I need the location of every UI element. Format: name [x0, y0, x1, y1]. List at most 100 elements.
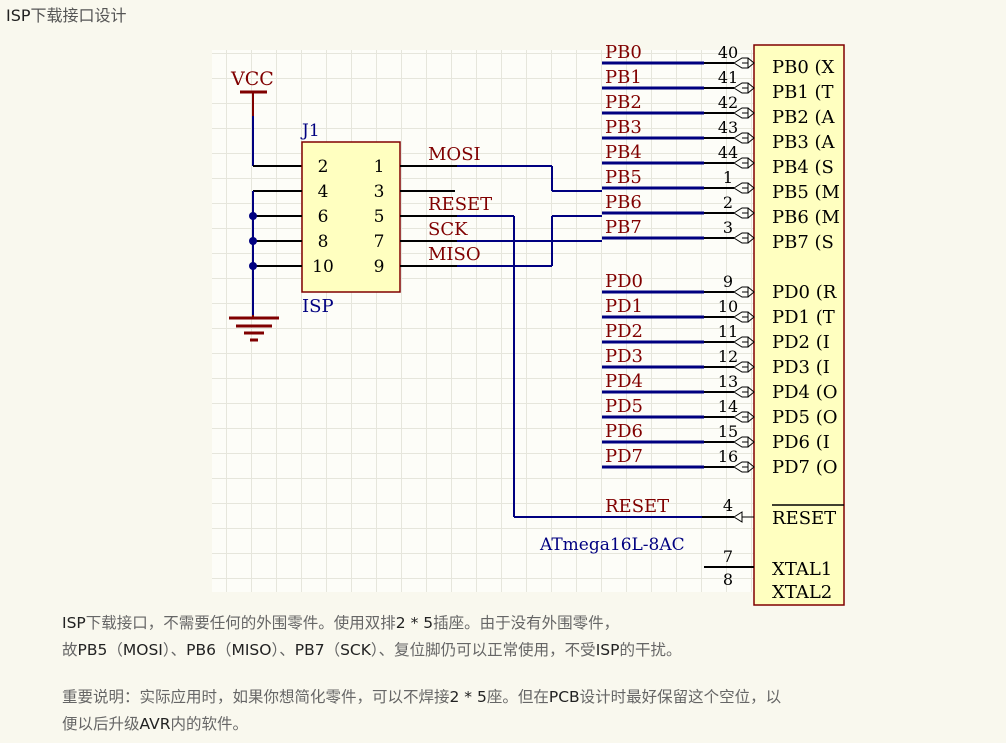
- mcu-pin-label: PD1 (T: [772, 307, 835, 328]
- connector-pin-number: 7: [374, 232, 385, 252]
- net-label-pb3: PB3: [605, 117, 642, 138]
- junction-dot: [249, 262, 257, 270]
- io-pin-symbol: [733, 182, 755, 194]
- net-label-reset: RESET: [605, 496, 669, 517]
- paragraph-line: 故PB5（MOSI）、PB6（MISO）、PB7（SCK）、复位脚仍可以正常使用…: [62, 637, 992, 664]
- mcu-pin-label: PB6 (M: [772, 207, 840, 228]
- mcu-pin-number: 14: [718, 397, 738, 416]
- mcu-pin-number: 12: [718, 347, 738, 366]
- connector-pin-number: 6: [318, 207, 329, 227]
- mcu-body: [753, 44, 845, 606]
- io-pin-symbol: [733, 411, 755, 423]
- io-pin-symbol: [733, 336, 755, 348]
- io-pin-symbol: [733, 232, 755, 244]
- mcu-pin-label: PB7 (S: [772, 232, 834, 253]
- io-pin-symbol: [733, 132, 755, 144]
- net-label-pb4: PB4: [605, 142, 642, 163]
- net-label-pb1: PB1: [605, 67, 642, 88]
- text-run: 下载接口，不需要任何的外围零件。使用双排: [85, 614, 396, 632]
- net-label-pb6: PB6: [605, 192, 642, 213]
- text-run: （: [107, 641, 123, 659]
- net-label-mosi: MOSI: [428, 144, 481, 165]
- paragraph-line: ISP下载接口，不需要任何的外围零件。使用双排2 * 5插座。由于没有外围零件，: [62, 610, 992, 637]
- input-pin-symbol: [733, 511, 754, 523]
- mcu-pin-label: PB1 (T: [772, 82, 834, 103]
- junction-dot: [249, 237, 257, 245]
- text-run: 插座。由于没有外围零件，: [433, 614, 620, 632]
- text-run: 设计时最好保留这个空位，以: [579, 688, 782, 706]
- mcu-pin-label: XTAL2: [772, 582, 832, 603]
- io-pin-symbol: [733, 82, 755, 94]
- net-label-pb5: PB5: [605, 167, 642, 188]
- latin-text: ISP: [595, 641, 620, 659]
- mcu-pin-number: 2: [723, 193, 733, 212]
- io-pin-symbol: [733, 311, 755, 323]
- connector-pin-number: 3: [374, 182, 385, 202]
- io-pin-symbol: [733, 461, 755, 473]
- heading-text: 下载接口设计: [30, 6, 127, 25]
- mcu-pin-number: 13: [718, 372, 738, 391]
- mcu-pin-label: PB3 (A: [772, 132, 836, 153]
- mcu-pin-label: PB0 (X: [772, 57, 835, 78]
- io-pin-symbol: [733, 286, 755, 298]
- io-pin-symbol: [733, 207, 755, 219]
- mcu-pin-number: 11: [718, 322, 738, 341]
- mcu-pin-label: PD0 (R: [772, 282, 837, 303]
- latin-text: ISP: [62, 614, 86, 632]
- connector-body: [301, 141, 401, 293]
- text-run: ）、复位脚仍可以正常使用，不受: [370, 641, 596, 659]
- junction-dot: [249, 212, 257, 220]
- mcu-pin-number: 41: [718, 68, 738, 87]
- mcu-pin-number: 9: [723, 272, 733, 291]
- connector-ref: J1: [300, 121, 320, 141]
- text-run: 座。但在: [486, 688, 549, 706]
- connector-pin-number: 1: [374, 157, 385, 177]
- mcu-pin-label: PB2 (A: [772, 107, 836, 128]
- io-pin-symbol: [733, 361, 755, 373]
- text-run: （: [324, 641, 341, 659]
- mcu-pin-number: 15: [718, 422, 738, 441]
- latin-text: PCB: [548, 688, 580, 706]
- text-run: 内的软件。: [170, 715, 249, 733]
- latin-text: MISO: [231, 641, 272, 659]
- connector-pin-number: 4: [318, 182, 329, 202]
- io-pin-symbol: [733, 57, 755, 69]
- io-pin-symbol: [733, 386, 755, 398]
- paragraph-important-note: 重要说明：实际应用时，如果你想简化零件，可以不焊接2 * 5座。但在PCB设计时…: [62, 684, 992, 738]
- latin-text: MOSI: [122, 641, 163, 659]
- io-pin-symbol: [733, 107, 755, 119]
- net-label-pd7: PD7: [605, 446, 643, 467]
- mcu-pin-label: PD7 (O: [772, 457, 838, 478]
- net-label-reset: RESET: [428, 194, 492, 215]
- text-run: ）、: [271, 641, 295, 659]
- mcu-pin-number: 3: [723, 218, 733, 237]
- mcu-pin-label: PD2 (I: [772, 332, 830, 353]
- text-run: 故: [62, 641, 78, 659]
- latin-text: SCK: [340, 641, 371, 659]
- mcu-pin-number: 43: [718, 118, 738, 137]
- net-label-sck: SCK: [428, 219, 468, 240]
- latin-text: PB7: [294, 641, 325, 659]
- paragraph-line: 便以后升级AVR内的软件。: [62, 711, 992, 738]
- mcu-pin-number: 1: [723, 168, 733, 187]
- net-label-pd1: PD1: [605, 296, 643, 317]
- connector-pin-number: 8: [318, 232, 329, 252]
- mcu-pin-label: PB5 (M: [772, 182, 840, 203]
- mcu-pin-label: PD3 (I: [772, 357, 830, 378]
- text-run: 重要说明：实际应用时，如果你想简化零件，可以不焊接: [62, 688, 450, 706]
- mcu-pin-label: PB4 (S: [772, 157, 834, 178]
- connector-pin-number: 2: [318, 157, 329, 177]
- net-label-pd5: PD5: [605, 396, 643, 417]
- io-pin-symbol: [733, 157, 755, 169]
- net-label-pd4: PD4: [605, 371, 643, 392]
- heading-prefix: ISP: [6, 6, 31, 25]
- text-run: 便以后升级: [62, 715, 140, 733]
- latin-text: AVR: [139, 715, 171, 733]
- mcu-pin-number: 4: [723, 496, 733, 515]
- latin-text: PB6: [186, 641, 216, 659]
- section-heading: ISP下载接口设计: [6, 5, 127, 27]
- net-label-pd3: PD3: [605, 346, 643, 367]
- net-label-pb0: PB0: [605, 42, 642, 63]
